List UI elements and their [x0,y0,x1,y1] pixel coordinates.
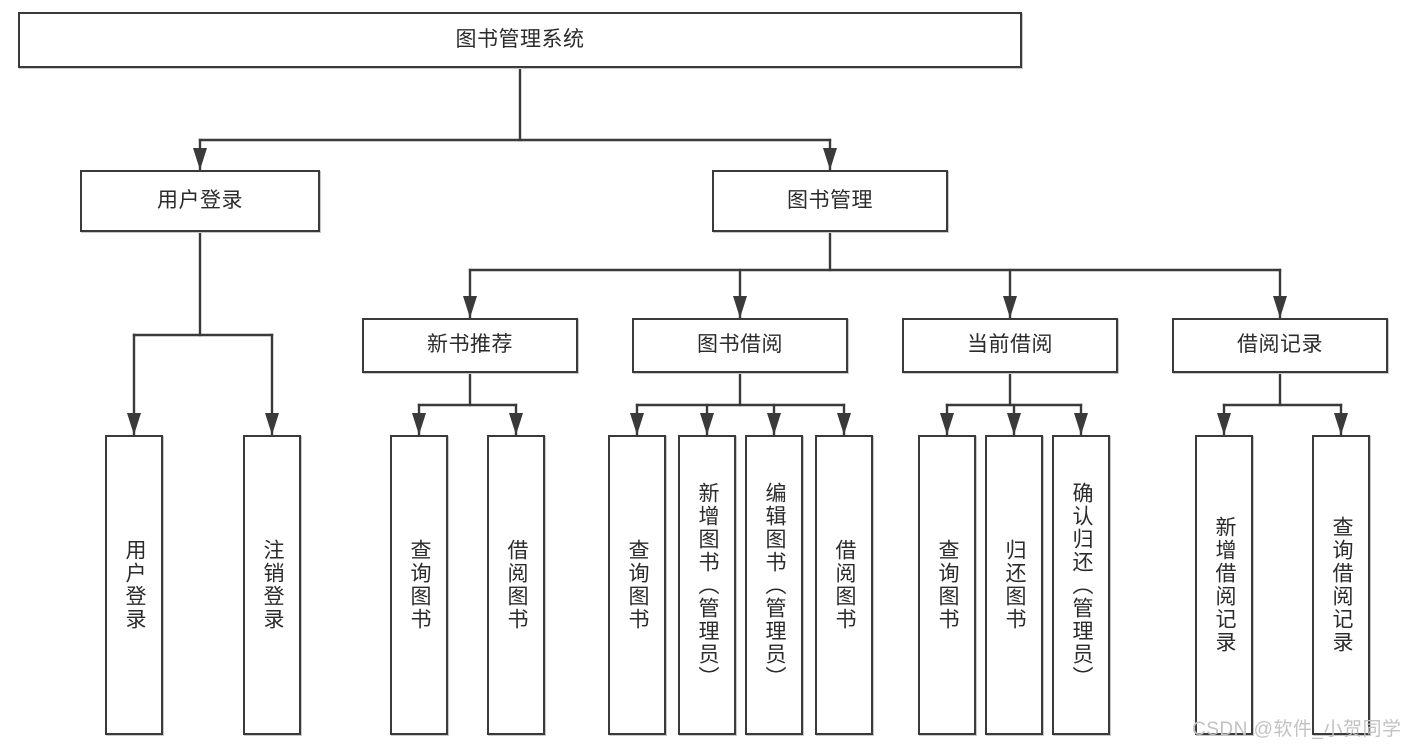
node-label-leaf-borrow-book: 借阅图书 [833,539,857,631]
edges-group [132,66,1343,436]
node-label-user-login: 用户登录 [157,188,243,212]
node-root[interactable]: 图书管理系统 [18,12,1022,68]
node-leaf-query-book[interactable]: 查询图书 [608,435,666,735]
node-label-leaf-query-book: 查询图书 [626,539,650,631]
node-label-leaf-confirm-return: 确认归还（管理员） [1070,481,1094,689]
node-label-leaf-edit-book: 编辑图书（管理员） [763,481,787,689]
arrowhead-book-borrow-to-leaf-query-book [630,413,644,435]
node-label-leaf-query-book-cur: 查询图书 [936,539,960,631]
arrowhead-current-borrow-to-leaf-confirm-return [1074,413,1088,435]
node-user-login[interactable]: 用户登录 [80,170,320,232]
node-leaf-borrow-book-rec[interactable]: 借阅图书 [487,435,545,735]
node-label-book-manage: 图书管理 [787,188,873,212]
arrowhead-book-borrow-to-leaf-add-book [700,413,714,435]
arrowheads-group [127,148,1348,435]
node-leaf-logout[interactable]: 注销登录 [243,435,301,735]
arrowhead-book-borrow-to-leaf-borrow-book [837,413,851,435]
arrowhead-user-login-to-leaf-user-login [127,413,141,435]
arrowhead-root-to-book-manage [823,148,837,170]
node-label-leaf-query-book-rec: 查询图书 [408,539,432,631]
node-label-leaf-user-login: 用户登录 [123,539,147,631]
node-label-borrow-record: 借阅记录 [1237,333,1323,357]
arrowhead-book-manage-to-current-borrow [1003,296,1017,318]
arrowhead-book-manage-to-borrow-record [1273,296,1287,318]
node-label-leaf-add-book: 新增图书（管理员） [696,481,720,689]
node-label-leaf-logout: 注销登录 [261,539,285,631]
arrowhead-book-borrow-to-leaf-edit-book [767,413,781,435]
node-leaf-query-book-rec[interactable]: 查询图书 [390,435,448,735]
node-leaf-edit-book[interactable]: 编辑图书（管理员） [745,435,803,735]
node-label-current-borrow: 当前借阅 [967,333,1053,357]
node-borrow-record[interactable]: 借阅记录 [1172,318,1388,373]
node-book-borrow[interactable]: 图书借阅 [632,318,848,373]
node-leaf-borrow-book[interactable]: 借阅图书 [815,435,873,735]
node-leaf-confirm-return[interactable]: 确认归还（管理员） [1052,435,1110,735]
node-label-leaf-query-record: 查询借阅记录 [1330,516,1354,654]
node-label-leaf-add-record: 新增借阅记录 [1213,516,1237,654]
node-leaf-query-book-cur[interactable]: 查询图书 [918,435,976,735]
node-leaf-query-record[interactable]: 查询借阅记录 [1312,435,1370,735]
arrowhead-book-manage-to-new-book-rec [463,296,477,318]
node-leaf-add-book[interactable]: 新增图书（管理员） [678,435,736,735]
node-label-leaf-return-book: 归还图书 [1003,539,1027,631]
arrowhead-root-to-user-login [193,148,207,170]
arrowhead-current-borrow-to-leaf-return-book [1007,413,1021,435]
node-current-borrow[interactable]: 当前借阅 [902,318,1118,373]
node-leaf-user-login[interactable]: 用户登录 [105,435,163,735]
arrowhead-current-borrow-to-leaf-query-book-cur [940,413,954,435]
node-leaf-return-book[interactable]: 归还图书 [985,435,1043,735]
node-leaf-add-record[interactable]: 新增借阅记录 [1195,435,1253,735]
node-book-manage[interactable]: 图书管理 [712,170,948,232]
node-new-book-rec[interactable]: 新书推荐 [362,318,578,373]
arrowhead-book-manage-to-book-borrow [733,296,747,318]
arrowhead-borrow-record-to-leaf-query-record [1334,413,1348,435]
node-label-new-book-rec: 新书推荐 [427,333,513,357]
node-label-root: 图书管理系统 [455,27,585,51]
arrowhead-borrow-record-to-leaf-add-record [1217,413,1231,435]
node-label-book-borrow: 图书借阅 [697,333,783,357]
node-label-leaf-borrow-book-rec: 借阅图书 [505,539,529,631]
arrowhead-new-book-rec-to-leaf-query-book-rec [412,413,426,435]
arrowhead-new-book-rec-to-leaf-borrow-book-rec [509,413,523,435]
arrowhead-user-login-to-leaf-logout [265,413,279,435]
